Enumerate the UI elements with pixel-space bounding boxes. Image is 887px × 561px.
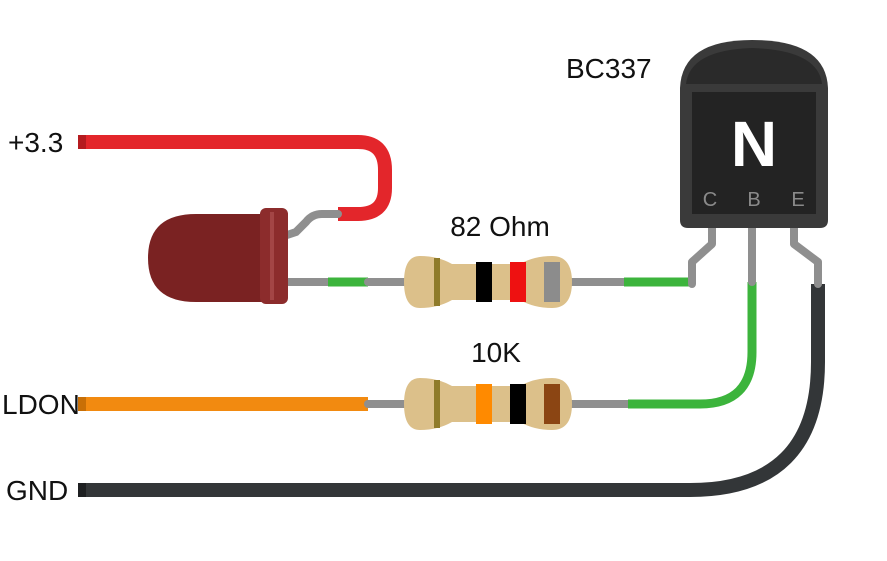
resistor-bottom-icon	[404, 378, 572, 430]
led-flange-highlight	[270, 212, 274, 300]
resistor-band	[544, 384, 560, 424]
led-anode-lead	[280, 210, 342, 240]
pin-e-label: E	[791, 189, 804, 211]
npn-transistor-icon: N C B E	[680, 40, 828, 228]
collector-leg	[688, 222, 716, 288]
led-icon	[148, 208, 288, 304]
gnd-wire-end	[78, 483, 86, 497]
ldon-label: LDON	[2, 389, 80, 420]
supply-wire-end	[78, 135, 86, 149]
resistor-bottom-label: 10K	[471, 337, 521, 368]
transistor-model-label: BC337	[566, 53, 652, 84]
resistor-band	[476, 262, 492, 302]
gnd-wire	[82, 284, 825, 497]
pin-b-label: B	[747, 189, 760, 211]
led-body	[148, 214, 272, 302]
resistor-band	[434, 380, 440, 428]
resistor-band	[544, 262, 560, 302]
resistor-top-icon	[404, 256, 572, 308]
resistor-top-label: 82 Ohm	[450, 211, 550, 242]
resistor-band	[510, 384, 526, 424]
pin-c-label: C	[703, 189, 717, 211]
resistor-band	[476, 384, 492, 424]
transistor-cap-shade	[686, 48, 822, 84]
gnd-label: GND	[6, 475, 68, 506]
transistor-type-letter: N	[731, 108, 777, 180]
resistor-band	[510, 262, 526, 302]
green-wire-resistor-base	[628, 282, 757, 409]
emitter-leg	[790, 222, 822, 288]
supply-label: +3.3	[8, 127, 63, 158]
ldon-wire-end	[78, 397, 86, 411]
resistor-band	[434, 258, 440, 306]
supply-wire	[82, 135, 392, 221]
transistor-face	[692, 92, 816, 214]
